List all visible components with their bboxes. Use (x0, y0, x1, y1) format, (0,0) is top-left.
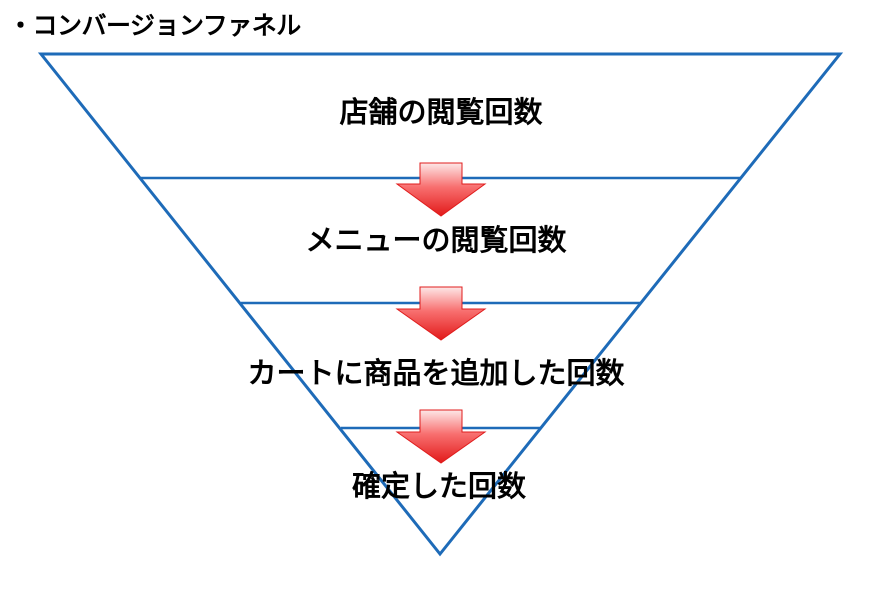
diagram-title: ・コンバージョンファネル (8, 11, 301, 40)
stage-label-menu-views: メニューの閲覧回数 (305, 223, 567, 257)
stage-label-add-to-cart: カートに商品を追加した回数 (247, 356, 625, 390)
down-arrow-icon (395, 162, 487, 217)
stage-label-confirmed: 確定した回数 (352, 469, 527, 503)
down-arrow-icon (395, 286, 487, 341)
down-arrow-icon (395, 409, 487, 464)
stage-label-store-views: 店舗の閲覧回数 (339, 95, 543, 129)
